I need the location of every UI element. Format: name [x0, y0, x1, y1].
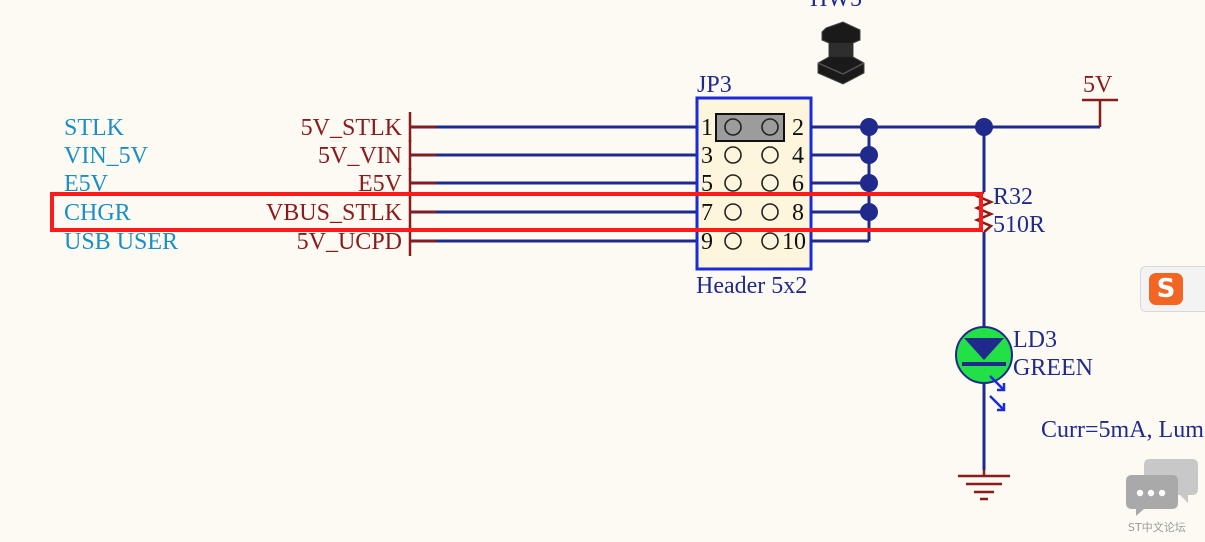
- resistor-designator: R32: [993, 184, 1033, 210]
- current-note: Curr=5mA, Lum: [1041, 417, 1204, 443]
- jumper-hw5-picture: [817, 21, 865, 85]
- pin-number-2: 2: [792, 115, 804, 141]
- pin-number-7: 7: [701, 200, 713, 226]
- power-net-5v: 5V: [1083, 72, 1113, 98]
- port-name-stlk: STLK: [64, 115, 125, 141]
- pin-number-10: 10: [782, 229, 806, 255]
- pin-number-9: 9: [701, 229, 713, 255]
- pin-number-5: 5: [701, 171, 713, 197]
- led-designator: LD3: [1013, 327, 1057, 353]
- port-name-e5v: E5V: [64, 171, 109, 197]
- pin-number-4: 4: [792, 143, 804, 169]
- header-type: Header 5x2: [696, 273, 807, 299]
- forum-caption: ST中文论坛: [1128, 521, 1186, 534]
- pin-number-1: 1: [701, 115, 713, 141]
- forum-watermark: ST中文论坛: [1120, 455, 1205, 542]
- pin-number-6: 6: [792, 171, 804, 197]
- net-label-5v-vin: 5V_VIN: [318, 143, 402, 169]
- led-ld3: [955, 326, 1013, 412]
- sogou-logo-icon: S: [1149, 273, 1183, 305]
- pin-number-8: 8: [792, 200, 804, 226]
- chat-bubble-icon: [1126, 459, 1198, 516]
- ground-symbol: [958, 470, 1010, 501]
- port-name-chgr: CHGR: [64, 200, 131, 226]
- highlight-box: [50, 192, 983, 232]
- net-label-vbus-stlk: VBUS_STLK: [266, 200, 403, 226]
- net-label-5v-ucpd: 5V_UCPD: [297, 229, 402, 255]
- port-name-usb-user: USB USER: [64, 229, 178, 255]
- net-label-5v-stlk: 5V_STLK: [301, 115, 403, 141]
- jumper-shunt: [715, 113, 785, 142]
- header-designator: JP3: [697, 72, 732, 98]
- net-label-e5v: E5V: [358, 171, 403, 197]
- jumper-designator: HW5: [810, 0, 862, 12]
- pin-number-3: 3: [701, 143, 713, 169]
- resistor-value: 510R: [993, 212, 1045, 238]
- led-value: GREEN: [1013, 355, 1093, 381]
- ime-floating-button[interactable]: S: [1140, 266, 1205, 312]
- port-name-vin-5v: VIN_5V: [64, 143, 149, 169]
